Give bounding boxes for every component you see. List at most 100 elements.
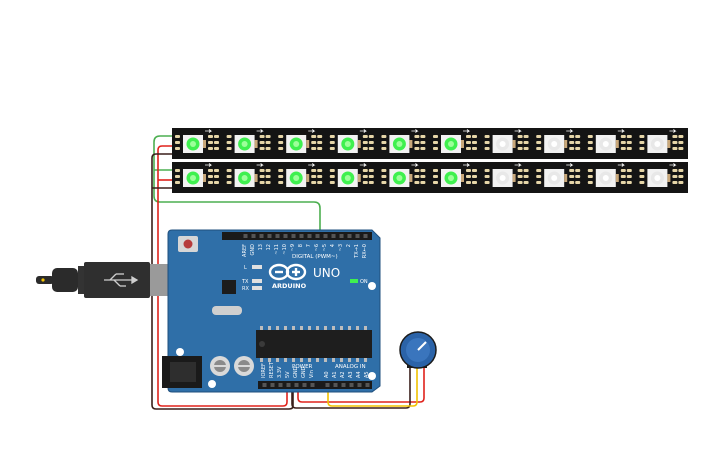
- pin-socket[interactable]: [291, 234, 296, 238]
- pin-socket[interactable]: [278, 383, 283, 387]
- pin-socket[interactable]: [347, 234, 352, 238]
- power-pin-label: RESET: [269, 361, 275, 378]
- pin-socket[interactable]: [251, 234, 256, 238]
- pin-socket[interactable]: [325, 383, 330, 387]
- usb-icon: [104, 273, 139, 287]
- pin-socket[interactable]: [339, 234, 344, 238]
- crystal: [212, 306, 242, 315]
- digital-header: [222, 232, 372, 240]
- led-strip-bottom[interactable]: [172, 162, 688, 193]
- pin-socket[interactable]: [349, 383, 354, 387]
- led-pixel: [381, 129, 426, 153]
- led-pixel: [278, 129, 323, 153]
- led-pixel: [587, 163, 632, 187]
- pin-socket[interactable]: [299, 234, 304, 238]
- led-pixel: [639, 129, 684, 153]
- led-pixel: [433, 163, 477, 187]
- pin-socket[interactable]: [267, 234, 272, 238]
- pin-socket[interactable]: [294, 383, 299, 387]
- pin-socket[interactable]: [262, 383, 267, 387]
- mounting-hole: [176, 348, 184, 356]
- power-header-label: POWER: [292, 364, 313, 370]
- pin-socket[interactable]: [275, 234, 280, 238]
- pin-socket[interactable]: [341, 383, 346, 387]
- power-pin-label: Vin: [309, 370, 315, 378]
- pin-socket[interactable]: [331, 234, 336, 238]
- led-pixel: [226, 163, 271, 187]
- pot-signal-wire-yellow[interactable]: [327, 366, 418, 407]
- analog-pin-label: A5: [364, 371, 370, 378]
- ground-wire-black[interactable]: [151, 153, 294, 410]
- pin-socket[interactable]: [270, 383, 275, 387]
- pin-socket[interactable]: [365, 383, 370, 387]
- digital-pin-label: RX←0: [362, 244, 368, 258]
- arduino-logo-text: ARDUINO: [272, 282, 307, 290]
- reset-button-cap[interactable]: [183, 239, 193, 249]
- mounting-hole: [368, 282, 376, 290]
- l-label: L: [244, 265, 247, 271]
- led-pixel: [639, 163, 684, 187]
- led-pixel: [226, 129, 271, 153]
- led-pixel: [484, 129, 529, 153]
- pin-socket[interactable]: [357, 383, 362, 387]
- pin-socket[interactable]: [286, 383, 291, 387]
- led-pixel: [381, 163, 426, 187]
- pin-socket[interactable]: [307, 234, 312, 238]
- pin-socket[interactable]: [333, 383, 338, 387]
- chip-pins: [259, 326, 367, 362]
- pin-socket[interactable]: [323, 234, 328, 238]
- power-pin-label: 3.3V: [277, 366, 283, 378]
- atmega-chip: [256, 330, 372, 358]
- knob-indicator: [417, 341, 427, 351]
- power-wire-red[interactable]: [157, 145, 288, 407]
- digital-pin-label: AREF: [242, 244, 248, 257]
- mounting-hole: [368, 372, 376, 380]
- led-strips: [172, 128, 688, 193]
- mounting-hole: [208, 380, 216, 388]
- digital-pin-label: ~5: [322, 244, 328, 251]
- pin-socket[interactable]: [315, 234, 320, 238]
- led-strip-top[interactable]: [172, 128, 688, 159]
- capacitors: [210, 356, 254, 376]
- led-pixel: [536, 129, 581, 153]
- digital-pin-label: ~10: [282, 244, 288, 255]
- analog-pin-label: A0: [324, 371, 330, 378]
- digital-pin-label: ~6: [314, 244, 320, 251]
- led-pixel: [329, 163, 374, 187]
- led-pixel: [278, 163, 323, 187]
- power-pin-label: GND: [301, 366, 307, 378]
- usb-controller-chip: [222, 280, 236, 294]
- pin-socket[interactable]: [310, 383, 315, 387]
- pin-socket[interactable]: [363, 234, 368, 238]
- arduino-logo-icon: [268, 263, 307, 281]
- data-wire-green[interactable]: [153, 135, 321, 236]
- digital-pin-label: 4: [330, 244, 336, 247]
- analog-header: [320, 381, 372, 389]
- l-led: [252, 265, 262, 269]
- digital-pin-label: 2: [346, 244, 352, 247]
- on-led: [350, 279, 358, 283]
- led-pixel: [329, 129, 374, 153]
- potentiometer[interactable]: [399, 331, 437, 369]
- pin-socket[interactable]: [283, 234, 288, 238]
- pin-socket[interactable]: [259, 234, 264, 238]
- digital-pin-label: 13: [258, 244, 264, 250]
- analog-pin-label: A4: [356, 371, 362, 378]
- wires: [151, 135, 425, 410]
- led-pixel: [175, 163, 219, 187]
- digital-pin-label: ~3: [338, 244, 344, 251]
- tx-led: [252, 279, 262, 283]
- digital-pin-label: GND: [250, 244, 256, 256]
- pin-socket[interactable]: [243, 234, 248, 238]
- pin-socket[interactable]: [355, 234, 360, 238]
- led-pixel: [433, 129, 477, 153]
- led-pixel: [484, 163, 529, 187]
- pot-wire-red[interactable]: [297, 366, 425, 403]
- on-label: ON: [360, 279, 368, 285]
- uno-label: UNO: [313, 266, 340, 280]
- pin-socket[interactable]: [302, 383, 307, 387]
- power-pin-label: 5V: [285, 371, 291, 378]
